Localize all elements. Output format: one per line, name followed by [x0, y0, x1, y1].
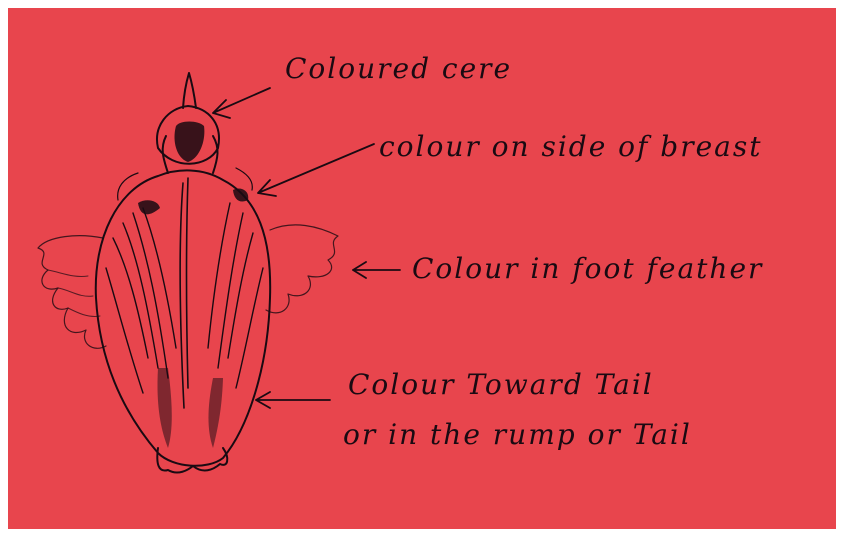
arrow-to-cere	[213, 88, 270, 118]
right-foot-feather	[266, 225, 338, 313]
pigeon-beak	[183, 73, 196, 108]
pigeon-body	[96, 170, 270, 465]
red-paper-photo: Coloured cere colour on side of breast C…	[8, 8, 836, 529]
arrow-to-foot	[353, 262, 400, 278]
annotation-breast: colour on side of breast	[379, 130, 763, 163]
annotation-foot-feather: Colour in foot feather	[412, 252, 763, 285]
arrow-to-tail	[256, 392, 330, 408]
annotation-tail-line2: or in the rump or Tail	[343, 418, 692, 451]
annotation-tail-line1: Colour Toward Tail	[348, 368, 654, 401]
arrow-to-breast	[258, 144, 374, 196]
annotation-cere: Coloured cere	[285, 52, 512, 85]
